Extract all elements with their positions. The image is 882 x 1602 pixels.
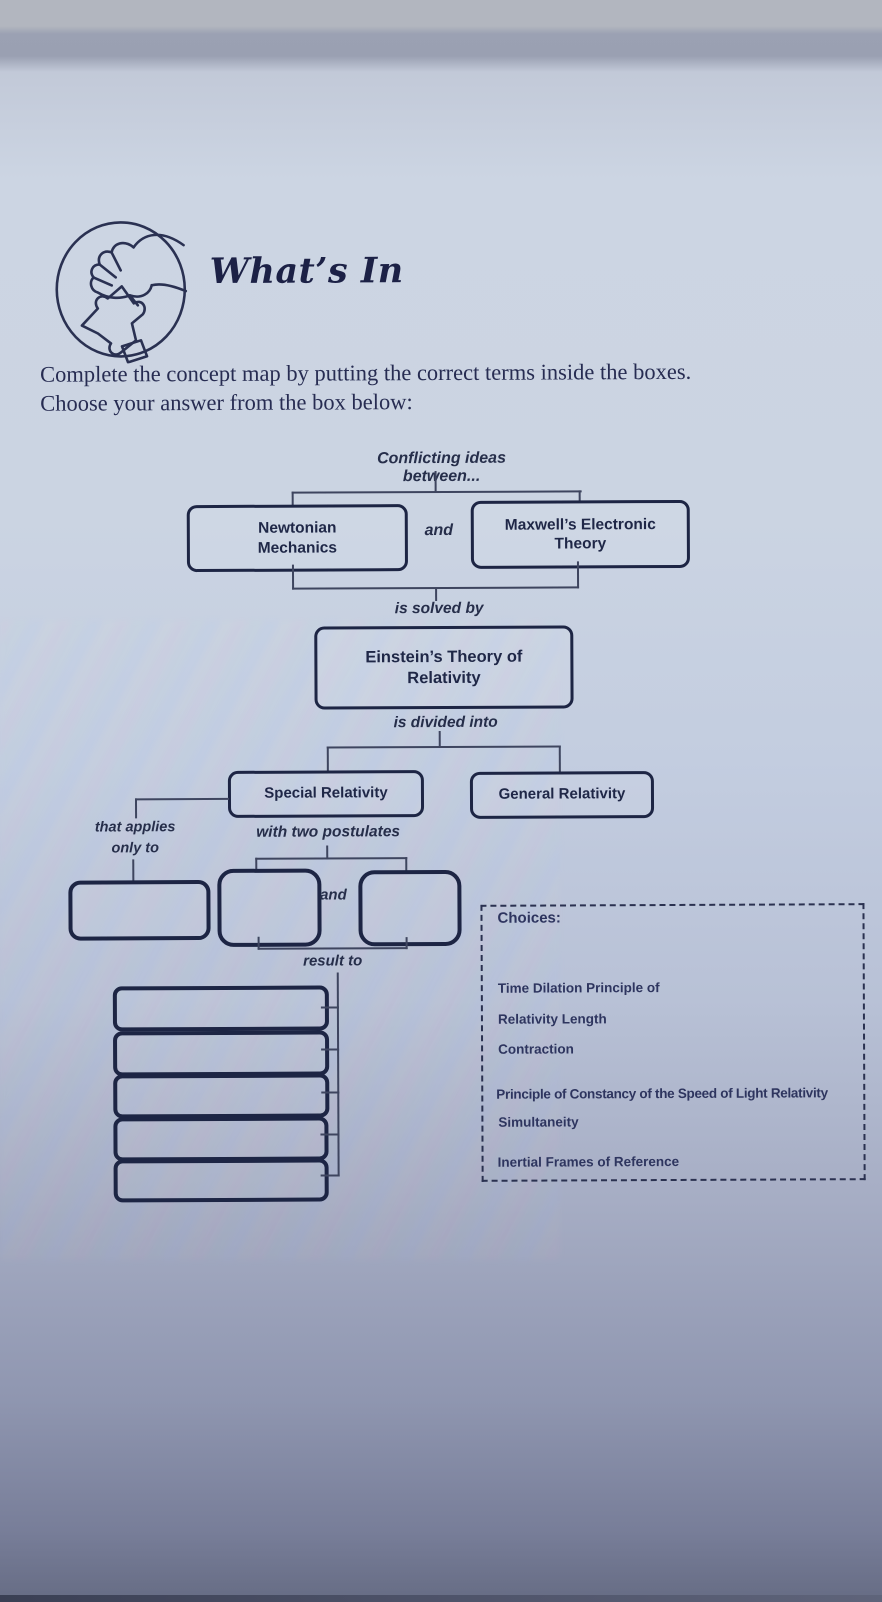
map-applies-label: that applies only to	[94, 819, 176, 857]
connector-line	[291, 564, 295, 590]
connector-tick	[320, 1174, 340, 1177]
answer-box-result-2	[113, 1030, 330, 1077]
answer-box-result-3	[113, 1073, 330, 1119]
connector-tick	[320, 1133, 340, 1136]
choices-title: Choices:	[497, 909, 561, 927]
node-special-relativity: Special Relativity	[227, 770, 425, 818]
answer-box-applies	[68, 880, 211, 941]
choice-item: Principle of Constancy of the Speed of L…	[496, 1085, 828, 1102]
choice-item: Time Dilation Principle of	[497, 980, 660, 996]
connector-line	[132, 859, 135, 882]
connector-line	[257, 947, 408, 950]
choice-item: Contraction	[498, 1041, 574, 1057]
map-solved-label: is solved by	[394, 599, 484, 618]
map-and-label-1: and	[424, 521, 454, 540]
answer-box-result-1	[112, 985, 330, 1032]
connector-tick	[321, 1091, 340, 1094]
page-title: What’s In	[209, 250, 404, 293]
map-divided-label: is divided into	[393, 713, 498, 732]
connector-tick	[321, 1048, 340, 1051]
choice-item: Relativity Length	[497, 1011, 607, 1027]
answer-box-result-5	[113, 1158, 329, 1203]
connector-line	[255, 857, 408, 860]
connector-line	[326, 746, 329, 772]
answer-box-postulate-2	[358, 869, 462, 947]
instructions-line-1: Complete the concept map by putting the …	[40, 358, 692, 387]
connector-line	[576, 561, 580, 589]
node-maxwell-electronic-theory: Maxwell’s Electronic Theory	[470, 499, 690, 569]
node-newtonian-mechanics: Newtonian Mechanics	[186, 504, 408, 573]
connector-line	[405, 857, 408, 872]
hand-puzzle-icon	[55, 221, 188, 364]
map-result-label: result to	[303, 952, 363, 970]
choice-item: Simultaneity	[498, 1114, 579, 1130]
connector-line	[291, 490, 582, 494]
connector-line	[438, 731, 441, 748]
connector-tick	[320, 1006, 339, 1009]
connector-line	[336, 972, 340, 1177]
answer-box-result-4	[113, 1116, 329, 1162]
node-einstein-theory: Einstein’s Theory of Relativity	[314, 625, 574, 710]
connector-line	[558, 745, 561, 773]
choice-item: Inertial Frames of Reference	[497, 1153, 680, 1170]
connector-line	[326, 745, 561, 749]
connector-line	[434, 471, 437, 493]
map-root-label: Conflicting ideas between...	[377, 449, 506, 486]
node-general-relativity: General Relativity	[469, 771, 655, 819]
map-postulates-label: with two postulates	[256, 823, 401, 841]
instructions-line-2: Choose your answer from the box below:	[40, 389, 413, 416]
answer-box-postulate-1	[217, 868, 322, 947]
map-and-label-2: and	[320, 886, 347, 904]
connector-line	[134, 797, 229, 801]
connector-line	[134, 798, 138, 819]
photo-bottom-edge	[0, 1595, 882, 1602]
